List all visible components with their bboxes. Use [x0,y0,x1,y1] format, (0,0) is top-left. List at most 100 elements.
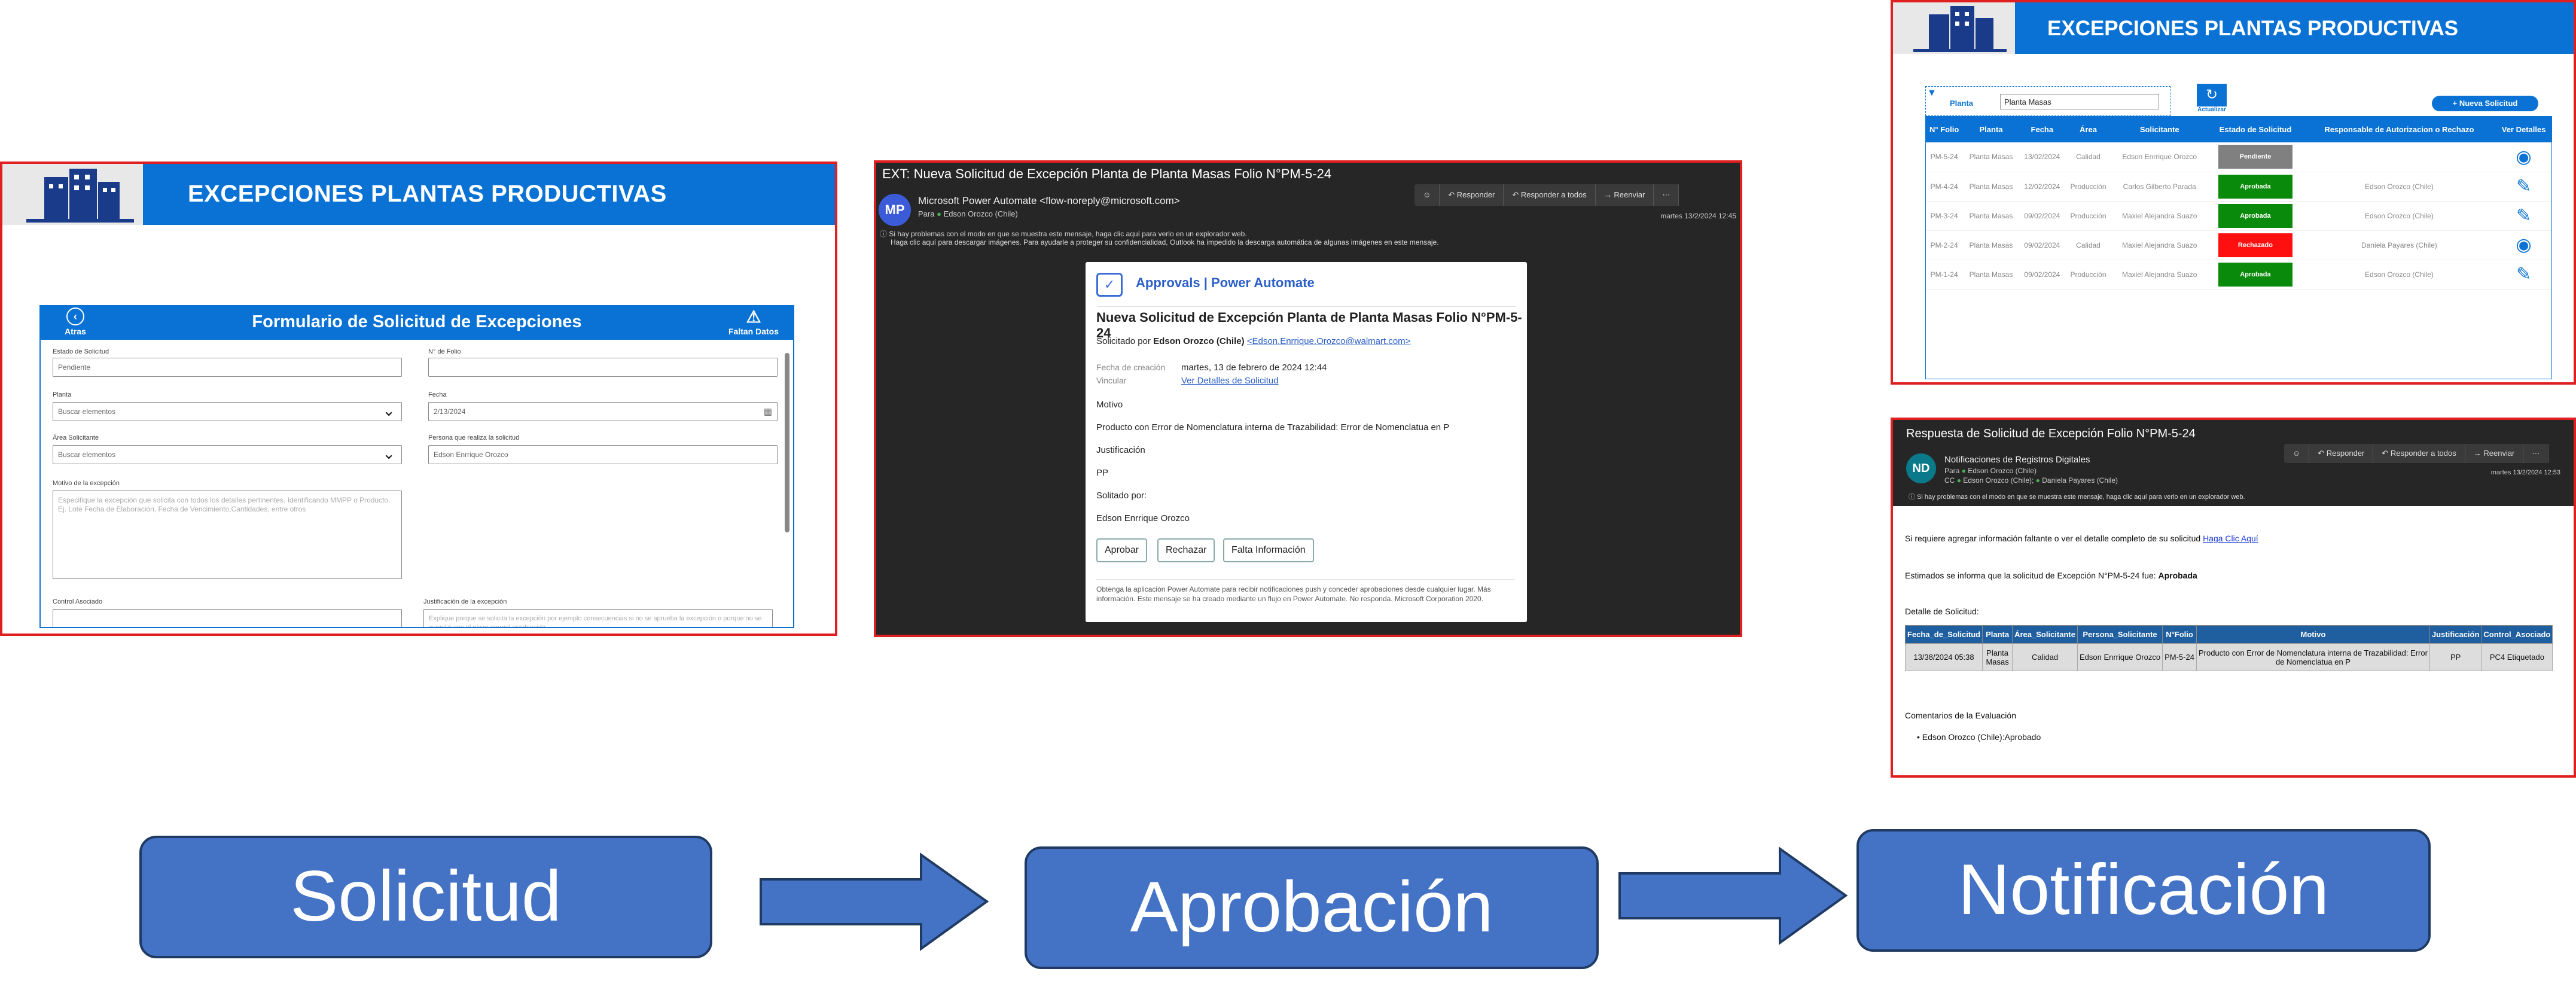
justificacion-textarea[interactable]: Explique porque se solicita la excepción… [423,609,773,627]
cell: PM-4-24 [1925,172,1964,202]
info-text-1: Si hay problemas con el modo en que se m… [889,230,1247,238]
back-button[interactable]: ‹ Atras [65,307,86,336]
emoji-button[interactable]: ☺ [2284,444,2310,463]
col-estado: Estado de Solicitud [2208,116,2303,142]
refresh-button[interactable]: ↻ Actualizar [2193,84,2230,120]
cc-line: CC ● Edson Orozco (Chile); ● Daniela Pay… [1944,476,2118,485]
forward-button[interactable]: → Reenviar [2465,444,2524,463]
requested-by-line: Solicitado por Edson Orozco (Chile) <Eds… [1096,336,1410,346]
motivo-textarea[interactable]: Especifique la excepción que solicita co… [53,491,402,579]
more-options-button[interactable]: ⋯ [2523,444,2549,463]
view-details-link[interactable]: Ver Detalles de Solicitud [1181,376,1279,386]
forward-button[interactable]: → Reenviar [1596,184,1654,206]
filter-icon: ▼ [1927,88,1937,98]
emoji-button[interactable]: ☺ [1414,184,1440,206]
col-folio: N°Folio [2162,625,2197,644]
recipient-line: Para ● Edson Orozco (Chile) [918,209,1018,218]
status-badge: Aprobada [2218,174,2293,199]
new-request-button[interactable]: + Nueva Solicitud [2432,96,2538,111]
presence-dot-icon: ● [937,209,941,218]
click-here-link[interactable]: Haga Clic Aquí [2203,534,2258,543]
cell: Edson Orozco (Chile) [2303,201,2496,231]
cell: Planta Masas [1963,260,2019,290]
reply-button[interactable]: ↶ Responder [1440,184,1504,206]
motivo-label: Motivo [1096,400,1123,410]
missing-info-button[interactable]: Falta Información [1223,538,1314,562]
cell: Edson Enrrique Orozco [2077,643,2163,671]
requester-email-link[interactable]: <Edson.Enrrique.Orozco@walmart.com> [1246,336,1411,346]
planta-dropdown[interactable]: Buscar elementos [53,402,402,421]
persona-field[interactable]: Edson Enrrique Orozco [428,445,778,464]
cell: 09/02/2024 [2019,201,2065,231]
detail-table: Fecha_de_Solicitud Planta Área_Solicitan… [1904,625,2553,671]
approve-button[interactable]: Aprobar [1096,538,1147,562]
area-dropdown[interactable]: Buscar elementos [53,445,402,464]
info-line[interactable]: ⓘ Si hay problemas con el modo en que se… [1909,492,2245,501]
col-planta: Planta [1982,625,2013,644]
date-picker[interactable]: 2/13/2024 ▦ [428,402,778,421]
requests-app-panel: EXCEPCIONES PLANTAS PRODUCTIVAS ▼ Planta… [1891,0,2576,385]
view-eye-icon[interactable]: ◉ [2516,147,2532,167]
cell: Maxiel Alejandra Suazo [2111,201,2208,231]
status-cell: Aprobada [2208,172,2303,202]
cell: 13/38/2024 05:38 [1904,643,1983,671]
view-eye-icon[interactable]: ◉ [2516,235,2532,255]
flow-step-notificacion: Notificación [1856,829,2431,952]
form-header: ‹ Atras Formulario de Solicitud de Excep… [41,306,793,340]
recipient-line: Para ● Edson Orozco (Chile) [1944,467,2037,475]
result-status: Aprobada [2158,571,2197,580]
email-date: martes 13/2/2024 12:45 [1660,212,1736,220]
cell: Edson Orozco (Chile) [2303,172,2496,202]
more-options-button[interactable]: ⋯ [1654,184,1679,206]
edit-pencil-icon[interactable]: ✎ [2516,264,2532,284]
col-fecha: Fecha_de_Solicitud [1904,625,1983,644]
control-field[interactable] [53,609,402,627]
flow-step-solicitud: Solicitud [139,836,712,958]
estado-field[interactable]: Pendiente [53,358,402,377]
reject-button[interactable]: Rechazar [1157,538,1215,562]
approval-title: Nueva Solicitud de Excepción Planta de P… [1096,310,1522,340]
cc-name-1: Edson Orozco (Chile); [1963,476,2034,485]
cell: Edson Enrrique Orozco [2111,142,2208,172]
missing-data-label: Faltan Datos [728,327,779,336]
estado-label: Estado de Solicitud [53,348,109,355]
folio-field[interactable] [428,358,778,377]
to-label: Para [1944,467,1960,475]
sender-avatar: MP [879,194,911,226]
details-cell: ◉ [2495,142,2552,172]
edit-pencil-icon[interactable]: ✎ [2516,176,2532,196]
presence-dot-icon: ● [1956,476,1961,485]
warning-icon: ⚠ [746,307,761,326]
requested-by-label: Solicitado por [1096,336,1151,346]
motivo-value: Producto con Error de Nomenclatura inter… [1096,422,1450,433]
company-building-logo [1893,2,2015,54]
cell: Planta Masas [1963,142,2019,172]
col-motivo: Motivo [2196,625,2430,644]
reply-all-button[interactable]: ↶ Responder a todos [2373,444,2465,463]
justificacion-value: PP [1096,468,1109,478]
calendar-icon[interactable]: ▦ [763,407,772,417]
notification-body: Si requiere agregar información faltante… [1893,506,2574,775]
reply-button[interactable]: ↶ Responder [2309,444,2374,463]
form-scrollbar[interactable] [785,353,789,532]
approval-email-panel: EXT: Nueva Solicitud de Excepción Planta… [874,160,1742,637]
motivo-label: Motivo de la excepción [53,480,120,487]
detail-heading: Detalle de Solicitud: [1905,607,1979,616]
col-detalles: Ver Detalles [2495,116,2552,142]
planta-filter-dropdown[interactable]: Planta Masas [2000,94,2159,109]
reply-all-button[interactable]: ↶ Responder a todos [1504,184,1596,206]
info-text: Si hay problemas con el modo en que se m… [1917,494,2245,501]
cell: Producción [2065,172,2112,202]
recipient-name: Edson Orozco (Chile) [943,209,1018,218]
cell: Planta Masas [1963,230,2019,260]
body-line-1-text: Si requiere agregar información faltante… [1905,534,2201,543]
info-line-2[interactable]: Haga clic aquí para descargar imágenes. … [891,238,1439,246]
edit-pencil-icon[interactable]: ✎ [2516,206,2532,226]
col-area: Área_Solicitante [2012,625,2078,644]
planta-filter: ▼ Planta Planta Masas [1925,86,2170,116]
info-line-1[interactable]: ⓘ Si hay problemas con el modo en que se… [880,229,1247,239]
cell: Planta Masas [1963,201,2019,231]
